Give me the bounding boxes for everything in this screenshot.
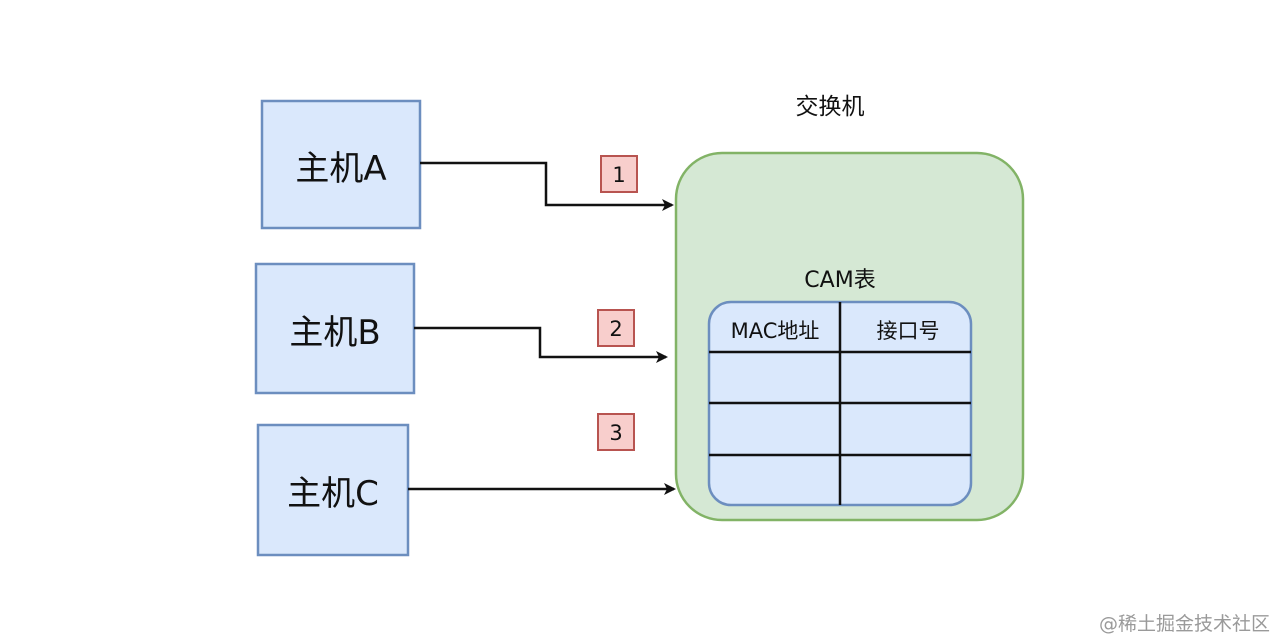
step-badge-box: [600, 155, 638, 193]
switch-title: 交换机: [796, 94, 865, 120]
host-c-box: [256, 423, 410, 557]
switch-node: 交换机 CAM表 MAC地址 接口号: [674, 94, 1025, 522]
host-a-arrow: [420, 161, 674, 211]
host-a-node: 主机A: [260, 99, 422, 230]
step-badge-label: 2: [609, 317, 622, 341]
host-b-node: 主机B: [254, 262, 416, 395]
host-c-node: 主机C: [256, 423, 410, 557]
step-badge-1: 1: [600, 155, 638, 193]
cam-column-mac: MAC地址: [731, 319, 820, 343]
host-b-box: [254, 262, 416, 395]
step-badge-label: 1: [612, 163, 625, 187]
cam-column-port: 接口号: [877, 319, 940, 343]
step-badge-3: 3: [597, 413, 635, 451]
cam-table-title: CAM表: [804, 268, 875, 293]
host-b-arrow: [414, 326, 668, 363]
host-a-label: 主机A: [295, 149, 386, 189]
step-badge-box: [597, 309, 635, 347]
host-b-label: 主机B: [289, 313, 380, 353]
step-badge-box: [597, 413, 635, 451]
host-c-label: 主机C: [287, 474, 379, 514]
watermark-text: @稀土掘金技术社区: [1099, 613, 1270, 635]
step-badge-label: 3: [609, 421, 622, 445]
cam-table: MAC地址 接口号: [707, 300, 973, 507]
step-badge-2: 2: [597, 309, 635, 347]
host-a-box: [260, 99, 422, 230]
